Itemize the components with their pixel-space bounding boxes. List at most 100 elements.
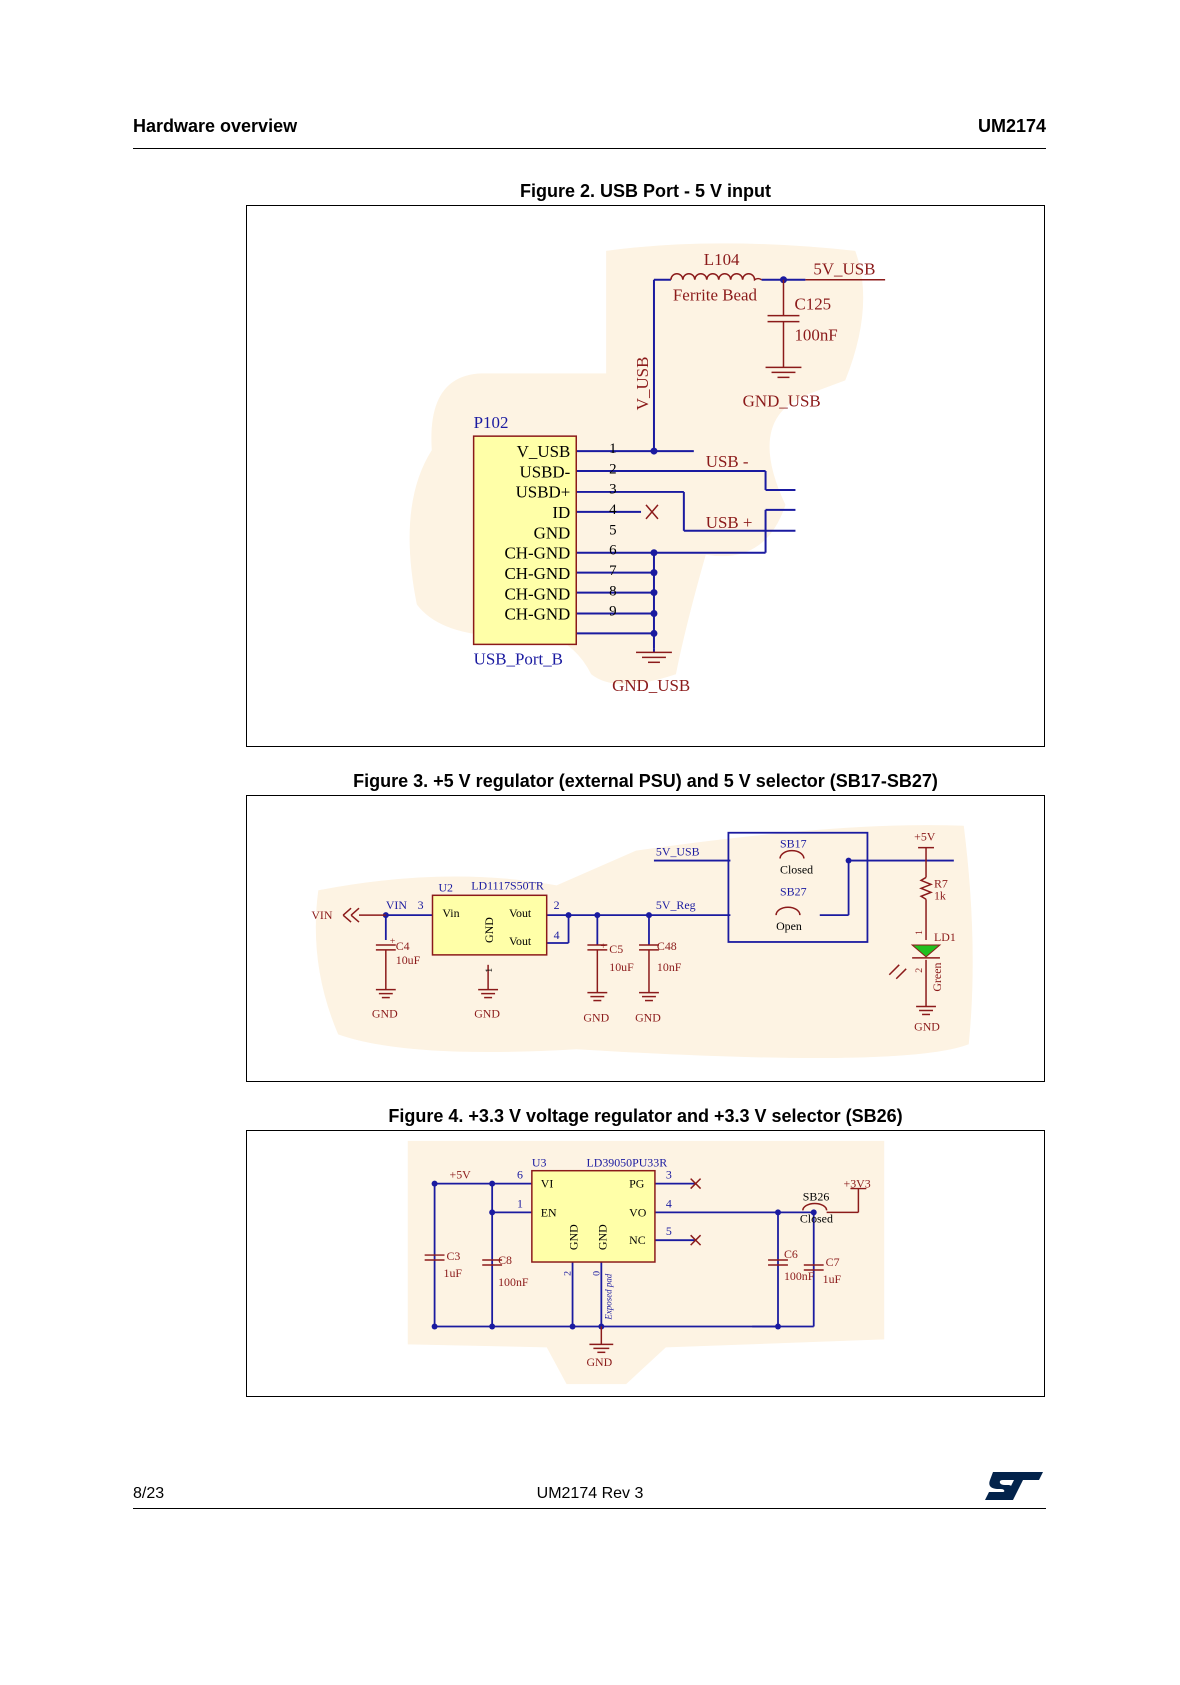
pin-6: 6: [517, 1168, 523, 1182]
u2-label: U2: [438, 880, 453, 894]
c7-value: 1uF: [823, 1272, 842, 1286]
figure-3-5v-regulator-schematic: U2 LD1117S50TR VIN 3 2 4 5V_Reg 5V_USB S…: [246, 795, 1045, 1082]
c4-polarity: +: [390, 936, 396, 947]
figure-4-3v3-regulator-schematic: U3 LD39050PU33R 6 1 3 4 5 2 0 Exposed pa…: [246, 1130, 1045, 1397]
p102-pin-number: 6: [609, 543, 617, 559]
u3-gnd-b-label: GND: [595, 1224, 609, 1250]
vin-net-label: VIN: [386, 898, 408, 912]
st-logo-icon: [985, 1472, 1043, 1500]
c7-label: C7: [826, 1255, 840, 1269]
green-label: Green: [930, 962, 944, 991]
r7-value: 1k: [934, 888, 946, 902]
pin-5: 5: [666, 1224, 672, 1238]
u3-regulator-body: [531, 1169, 656, 1263]
figure-2-svg: L104 Ferrite Bead 5V_USB C125 100nF GND_…: [409, 243, 886, 695]
c48-label: C48: [657, 939, 677, 953]
r7-label: R7: [934, 876, 948, 890]
usb-minus-label: USB -: [706, 452, 749, 471]
ld39050-label: LD39050PU33R: [586, 1156, 667, 1170]
p102-label: P102: [474, 413, 509, 432]
header-rule: [133, 148, 1046, 149]
c8-value: 100nF: [498, 1275, 529, 1289]
c5-value: 10uF: [609, 960, 634, 974]
gnd-ld-label: GND: [914, 1019, 940, 1033]
p3v3-label: +3V3: [844, 1177, 871, 1191]
p102-pin-name: GND: [534, 523, 571, 542]
sb17-label: SB17: [780, 837, 807, 851]
net-5v-usb-label: 5V_USB: [656, 845, 700, 859]
led-pin-2: 2: [914, 968, 925, 973]
p102-pin-names: V_USBUSBD-USBD+IDGNDCH-GNDCH-GNDCH-GNDCH…: [504, 442, 570, 624]
p102-pin-name: CH-GND: [504, 584, 570, 603]
figure-4-svg: U3 LD39050PU33R 6 1 3 4 5 2 0 Exposed pa…: [407, 1140, 885, 1385]
l104-label: L104: [704, 250, 740, 269]
p102-pin-number: 3: [609, 482, 616, 498]
vin-port-label: VIN: [311, 908, 333, 922]
c6-value: 100nF: [784, 1269, 815, 1283]
gnd-usb-bottom-label: GND_USB: [612, 676, 690, 695]
pin-3: 3: [666, 1168, 672, 1182]
p102-pin-name: CH-GND: [504, 605, 570, 624]
page-number: 8/23: [133, 1485, 165, 1502]
figure-2-title: Figure 2. USB Port - 5 V input: [519, 181, 771, 201]
footer-rule: [133, 1508, 1046, 1509]
sb27-state: Open: [776, 919, 802, 933]
figure-3-title: Figure 3. +5 V regulator (external PSU) …: [353, 771, 938, 791]
pin-2: 2: [554, 898, 560, 912]
gnd-label: GND: [586, 1355, 612, 1369]
u3-label: U3: [532, 1156, 547, 1170]
p5v-label: +5V: [449, 1168, 471, 1182]
gnd-label-2: GND: [474, 1006, 500, 1020]
pin-1: 1: [517, 1196, 523, 1210]
v-usb-vertical-label: V_USB: [633, 357, 652, 411]
p102-pin-name: ID: [552, 503, 570, 522]
en-pin-label: EN: [541, 1205, 557, 1219]
c48-value: 10nF: [657, 960, 682, 974]
u2-regulator-body: [431, 894, 548, 956]
sb27-label: SB27: [780, 884, 807, 898]
c5-polarity: +: [600, 941, 606, 952]
gnd-usb-top-label: GND_USB: [743, 391, 821, 410]
c125-value: 100nF: [794, 326, 837, 345]
sb26-label: SB26: [803, 1189, 830, 1203]
pin-0: 0: [591, 1271, 602, 1276]
p102-pin-number: 1: [609, 441, 616, 457]
vout2-pin-label: Vout: [509, 934, 532, 948]
p5v-label: +5V: [914, 830, 936, 844]
ferrite-label: Ferrite Bead: [673, 286, 758, 305]
p102-pin-number: 7: [609, 563, 617, 579]
document-id: UM2174: [977, 116, 1046, 136]
pin-4: 4: [666, 1196, 672, 1210]
c3-value: 1uF: [444, 1266, 463, 1280]
gnd-label-4: GND: [635, 1010, 661, 1024]
pin-4: 4: [554, 928, 560, 942]
figure-2-usb-port-schematic: L104 Ferrite Bead 5V_USB C125 100nF GND_…: [246, 205, 1045, 747]
p102-pin-number: 9: [609, 604, 616, 620]
vi-pin-label: VI: [541, 1177, 554, 1191]
p102-pin-number: 2: [609, 461, 616, 477]
pg-pin-label: PG: [629, 1177, 645, 1191]
sb17-state: Closed: [780, 862, 813, 876]
p102-pin-name: V_USB: [517, 442, 571, 461]
p102-pin-number: 8: [609, 583, 616, 599]
p102-pin-number: 5: [609, 522, 616, 538]
vo-pin-label: VO: [629, 1205, 647, 1219]
p102-connector-body: [472, 435, 578, 646]
highlight-halo: [315, 825, 973, 1059]
p102-pin-name: USBD+: [516, 483, 571, 502]
p102-pin-name: CH-GND: [504, 544, 570, 563]
vout1-pin-label: Vout: [509, 906, 532, 920]
c5-label: C5: [609, 942, 623, 956]
sb26-state: Closed: [800, 1211, 833, 1225]
c4-value: 10uF: [396, 953, 421, 967]
u3-gnd-a-label: GND: [567, 1224, 581, 1250]
figure-4-title: Figure 4. +3.3 V voltage regulator and +…: [388, 1106, 903, 1126]
pin-3: 3: [418, 898, 424, 912]
gnd-label-3: GND: [583, 1010, 609, 1024]
u2-pin-1: 1: [484, 968, 495, 973]
u2-gnd-pin-label: GND: [482, 917, 496, 943]
p102-pin-name: USBD-: [519, 462, 570, 481]
ld1-label: LD1: [934, 930, 956, 944]
led-pin-1: 1: [914, 930, 925, 935]
